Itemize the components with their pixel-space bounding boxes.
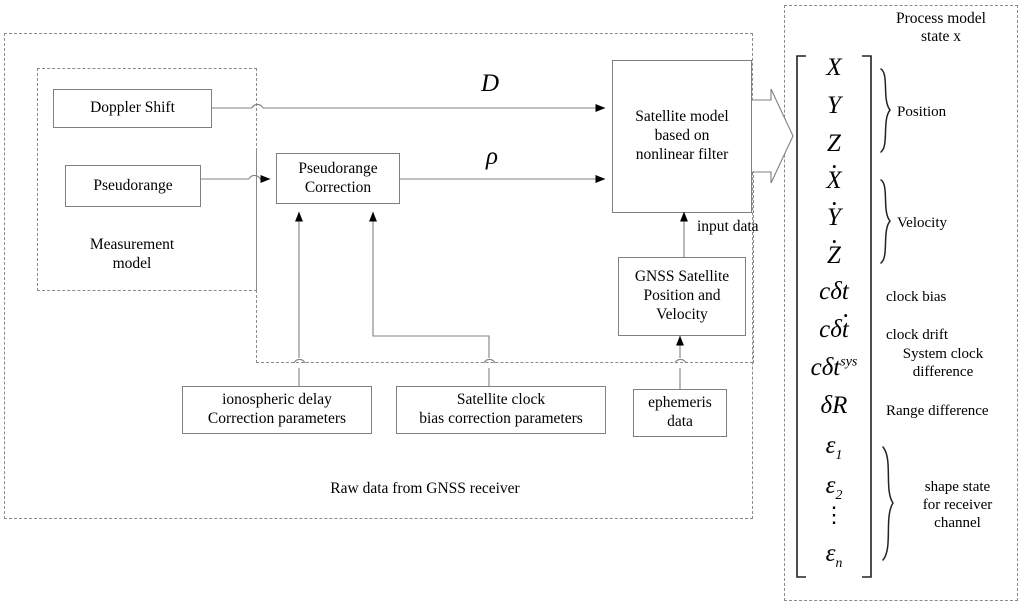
state-symbol-3: Z <box>827 130 841 157</box>
state-label-10: Range difference <box>886 403 989 419</box>
box-satellite-clock-bias-correction-parameters[interactable]: Satellite clock bias correction paramete… <box>396 386 606 434</box>
box-ionospheric-delay-correction-parameters[interactable]: ionospheric delay Correction parameters <box>182 386 372 434</box>
group-parameter-lane <box>256 150 753 363</box>
process-model-title-line1: Process model <box>896 10 986 27</box>
box-pseudorange-label: Pseudorange <box>93 176 173 194</box>
state-symbol-8: cδt• <box>819 308 849 343</box>
process-model-title-line2: state x <box>920 28 962 45</box>
box-gnss-satellite-position-velocity[interactable]: GNSS Satellite Position and Velocity <box>618 257 746 336</box>
state-label-9: System clock difference <box>902 346 984 380</box>
state-symbol-1: X <box>826 54 842 81</box>
state-symbol-5: Y• <box>827 196 841 231</box>
box-gnss-satellite-label: GNSS Satellite Position and Velocity <box>634 268 730 323</box>
state-symbol-14: εn <box>825 540 843 570</box>
state-symbol-4: X• <box>826 159 842 194</box>
box-satellite-model[interactable]: Satellite model based on nonlinear filte… <box>612 60 752 213</box>
box-doppler-shift-label: Doppler Shift <box>90 99 175 117</box>
state-symbol-10: δR <box>820 392 848 419</box>
state-symbol-11: ε1 <box>825 432 843 462</box>
state-symbol-12: ε2 <box>825 472 843 502</box>
box-ephemeris-data-label: ephemeris data <box>648 394 712 430</box>
brace-label-position: Position <box>897 104 947 120</box>
box-sat-clock-bias-label: Satellite clock bias correction paramete… <box>419 391 583 427</box>
label-input-data: input data <box>697 218 759 235</box>
state-symbol-6: Z• <box>827 234 841 269</box>
state-symbol-9: cδtsys <box>810 354 858 381</box>
state-label-8: clock drift <box>886 327 949 343</box>
label-measurement-model: Measurement model <box>89 236 175 272</box>
group-raw-data-from-gnss-receiver <box>4 33 753 519</box>
state-symbol-13: ⋮ <box>823 502 845 527</box>
label-raw-data-from-gnss-receiver: Raw data from GNSS receiver <box>330 480 520 497</box>
box-iono-delay-label: ionospheric delay Correction parameters <box>207 391 347 427</box>
box-pseudorange-correction[interactable]: Pseudorange Correction <box>276 153 400 204</box>
state-symbol-7: cδt <box>819 278 849 305</box>
state-label-7: clock bias <box>886 289 947 305</box>
label-doppler-symbol: D <box>480 70 500 97</box>
brace-label-velocity: Velocity <box>897 215 947 231</box>
box-pseudorange[interactable]: Pseudorange <box>65 165 201 207</box>
label-pseudorange-symbol: ρ <box>486 143 498 170</box>
box-ephemeris-data[interactable]: ephemeris data <box>633 389 727 437</box>
group-parameter-lane-right-edge <box>753 150 754 363</box>
box-doppler-shift[interactable]: Doppler Shift <box>53 89 212 128</box>
group-parameter-lane-left-edge <box>256 150 257 363</box>
box-satellite-model-label: Satellite model based on nonlinear filte… <box>635 108 729 163</box>
box-pseudorange-correction-label: Pseudorange Correction <box>298 159 378 196</box>
group-process-model <box>784 5 1018 601</box>
brace-label-shape-state: shape state for receiver channel <box>922 479 993 531</box>
state-symbol-2: Y <box>827 92 841 119</box>
